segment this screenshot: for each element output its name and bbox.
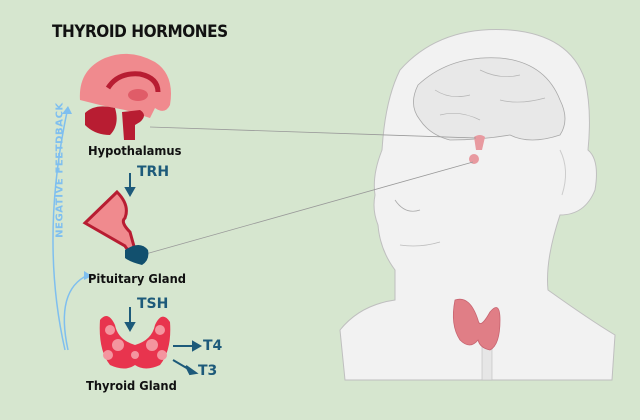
pituitary-gland-icon	[82, 189, 149, 265]
feedback-arrow-outer	[52, 111, 68, 351]
feedback-arrow-inner	[63, 274, 89, 351]
trh-label: TRH	[137, 164, 170, 180]
thyroid-gland-icon	[99, 316, 171, 369]
t3-label: T3	[198, 363, 218, 379]
thyroid-label: Thyroid Gland	[86, 378, 177, 393]
t4-label: T4	[203, 338, 223, 354]
tsh-label: TSH	[137, 296, 169, 312]
pituitary-label: Pituitary Gland	[88, 271, 186, 286]
hypothalamus-label: Hypothalamus	[88, 143, 182, 158]
negative-feedback-label: NEGATIVE FEETDBACK	[54, 102, 66, 238]
page-title: THYROID HORMONES	[52, 22, 228, 42]
hypothalamus-pointer-line	[149, 126, 477, 139]
hypothalamus-brain-icon	[79, 53, 171, 140]
pituitary-pointer-line	[141, 161, 474, 256]
hormone-arrows	[124, 173, 203, 376]
head-illustration	[339, 29, 616, 381]
